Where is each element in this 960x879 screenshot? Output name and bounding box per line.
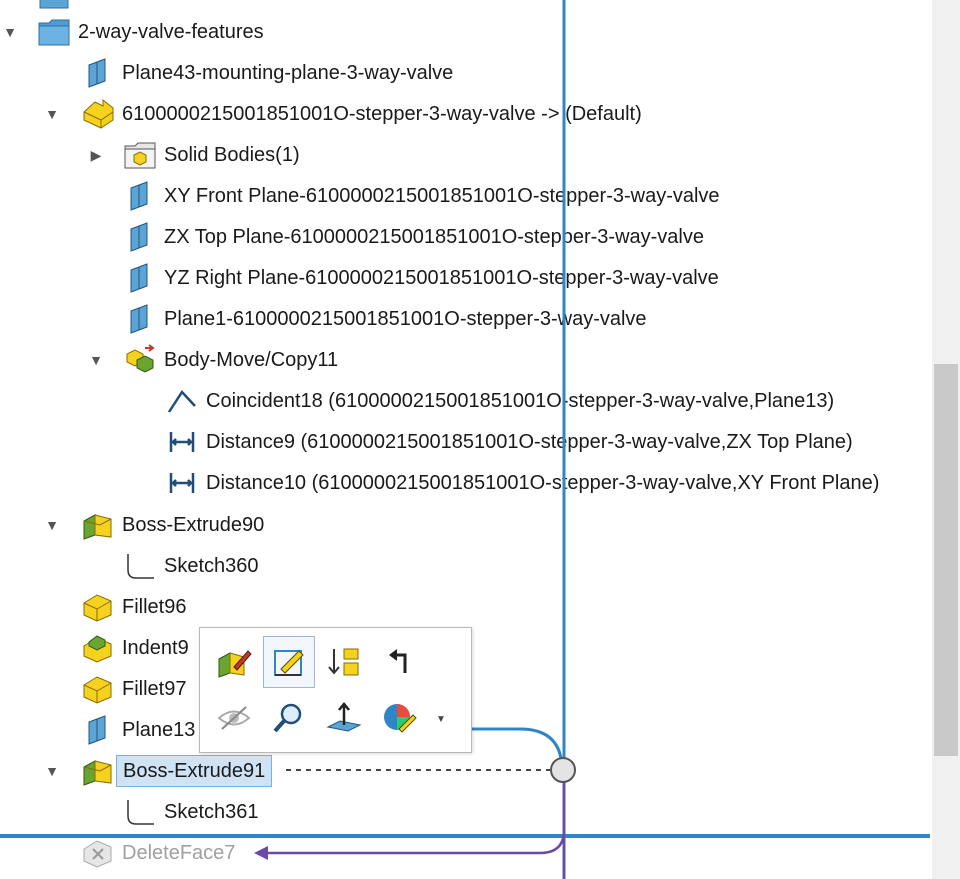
tree-item-label: 6100000215001851001O-stepper-3-way-valve… — [122, 103, 642, 125]
tree-item-xy-front-plane[interactable]: XY Front Plane-6100000215001851001O-step… — [122, 178, 720, 214]
tree-item-label: 2-way-valve-features — [78, 21, 264, 43]
indent-icon — [80, 630, 116, 666]
boss-extrude-icon — [80, 507, 116, 543]
tree-item-sketch360[interactable]: Sketch360 — [122, 548, 259, 584]
tree-item-distance9[interactable]: Distance9 (6100000215001851001O-stepper-… — [164, 424, 853, 460]
expand-toggle[interactable]: ▼ — [89, 352, 103, 368]
expand-toggle[interactable]: ▼ — [45, 517, 59, 533]
distance-mate-icon — [164, 465, 200, 501]
tree-item-plane43[interactable]: Plane43-mounting-plane-3-way-valve — [80, 55, 453, 91]
normal-to-icon — [326, 701, 362, 735]
tree-item-sketch361[interactable]: Sketch361 — [122, 794, 259, 830]
normal-to-button[interactable] — [318, 692, 370, 744]
tree-item-fillet96[interactable]: Fillet96 — [80, 589, 186, 625]
body-move-copy-icon — [122, 342, 158, 378]
rollback-knob[interactable] — [550, 757, 576, 783]
tree-item-label: Plane13 — [122, 719, 196, 741]
tree-item-label: Plane1-6100000215001851001O-stepper-3-wa… — [164, 308, 647, 330]
fillet-icon — [80, 589, 116, 625]
boss-extrude-icon — [80, 753, 116, 789]
hide-icon — [216, 701, 252, 735]
rollback-icon — [381, 645, 417, 679]
tree-item-indent9[interactable]: Indent9 — [80, 630, 189, 666]
tree-item-distance10[interactable]: Distance10 (6100000215001851001O-stepper… — [164, 465, 879, 501]
tree-item-solid-bodies[interactable]: Solid Bodies(1) — [122, 137, 300, 173]
delete-face-icon — [80, 835, 116, 871]
tree-item-label: ZX Top Plane-6100000215001851001O-steppe… — [164, 226, 704, 248]
edit-feature-icon — [216, 645, 252, 679]
scrollbar-thumb[interactable] — [934, 364, 958, 756]
tree-item-label: Boss-Extrude91 — [116, 755, 273, 787]
tree-item-label: Sketch361 — [164, 801, 259, 823]
tree-item-plane13[interactable]: Plane13 — [80, 712, 195, 748]
sketch-icon — [122, 548, 158, 584]
distance-mate-icon — [164, 424, 200, 460]
tree-item-label: Indent9 — [122, 637, 189, 659]
tree-item-label: XY Front Plane-6100000215001851001O-step… — [164, 185, 720, 207]
derived-part-icon — [80, 96, 116, 132]
tree-item-label: Distance10 (6100000215001851001O-stepper… — [206, 472, 880, 494]
expand-toggle[interactable]: ▼ — [3, 24, 17, 40]
tree-item-label: Solid Bodies(1) — [164, 144, 300, 166]
hide-button[interactable] — [208, 692, 260, 744]
tree-item-plane1[interactable]: Plane1-6100000215001851001O-stepper-3-wa… — [122, 301, 647, 337]
tree-item-coincident18[interactable]: Coincident18 (6100000215001851001O-stepp… — [164, 383, 834, 419]
zoom-to-selection-icon — [271, 701, 307, 735]
edit-sketch-icon — [271, 645, 307, 679]
expand-toggle[interactable]: ▼ — [45, 106, 59, 122]
plane-icon — [80, 712, 116, 748]
tree-item-label: Boss-Extrude90 — [122, 514, 265, 536]
edit-sketch-button[interactable] — [263, 636, 315, 688]
folder-icon — [36, 14, 72, 50]
tree-item-deleteface7[interactable]: DeleteFace7 — [80, 835, 235, 871]
tree-item-zx-top-plane[interactable]: ZX Top Plane-6100000215001851001O-steppe… — [122, 219, 704, 255]
tree-item-label: Fillet97 — [122, 678, 187, 700]
rollback-button[interactable] — [318, 636, 370, 688]
fillet-icon — [80, 671, 116, 707]
folder-icon — [36, 0, 72, 14]
appearance-icon — [381, 701, 417, 735]
tree-item-boss-extrude91[interactable]: Boss-Extrude91 — [80, 753, 273, 789]
tree-item-body-move-copy[interactable]: Body-Move/Copy11 — [122, 342, 338, 378]
tree-item-label: Fillet96 — [122, 596, 187, 618]
plane-icon — [122, 260, 158, 296]
context-toolbar: ▼ — [199, 627, 472, 753]
parent-child-icon — [326, 645, 362, 679]
tree-item-fillet97[interactable]: Fillet97 — [80, 671, 186, 707]
plane-icon — [80, 55, 116, 91]
tree-item-top-partial[interactable] — [36, 0, 78, 14]
dropdown-arrow-icon[interactable]: ▼ — [436, 713, 446, 725]
tree-item-label: DeleteFace7 — [122, 842, 236, 864]
tree-item-label: YZ Right Plane-6100000215001851001O-step… — [164, 267, 719, 289]
plane-icon — [122, 178, 158, 214]
tree-item-label: Plane43-mounting-plane-3-way-valve — [122, 62, 454, 84]
tree-item-label: Sketch360 — [164, 555, 259, 577]
tree-item-boss-extrude90[interactable]: Boss-Extrude90 — [80, 507, 264, 543]
tree-item-label: Body-Move/Copy11 — [164, 349, 339, 371]
plane-icon — [122, 219, 158, 255]
edit-feature-button[interactable] — [208, 636, 260, 688]
expand-toggle[interactable]: ▼ — [45, 763, 59, 779]
sketch-icon — [122, 794, 158, 830]
coincident-mate-icon — [164, 383, 200, 419]
plane-icon — [122, 301, 158, 337]
tree-item-label: Distance9 (6100000215001851001O-stepper-… — [206, 431, 853, 453]
undo-button[interactable] — [373, 636, 425, 688]
tree-item-derived-part[interactable]: 6100000215001851001O-stepper-3-way-valve… — [80, 96, 642, 132]
tree-item-label: Coincident18 (6100000215001851001O-stepp… — [206, 390, 835, 412]
zoom-to-selection-button[interactable] — [263, 692, 315, 744]
tree-item-2-way-valve-features[interactable]: 2-way-valve-features — [36, 14, 264, 50]
solid-bodies-folder-icon — [122, 137, 158, 173]
tree-item-yz-right-plane[interactable]: YZ Right Plane-6100000215001851001O-step… — [122, 260, 719, 296]
appearance-button[interactable] — [373, 692, 425, 744]
expand-toggle[interactable]: ▶ — [90, 146, 102, 163]
vertical-scrollbar[interactable] — [932, 0, 960, 879]
